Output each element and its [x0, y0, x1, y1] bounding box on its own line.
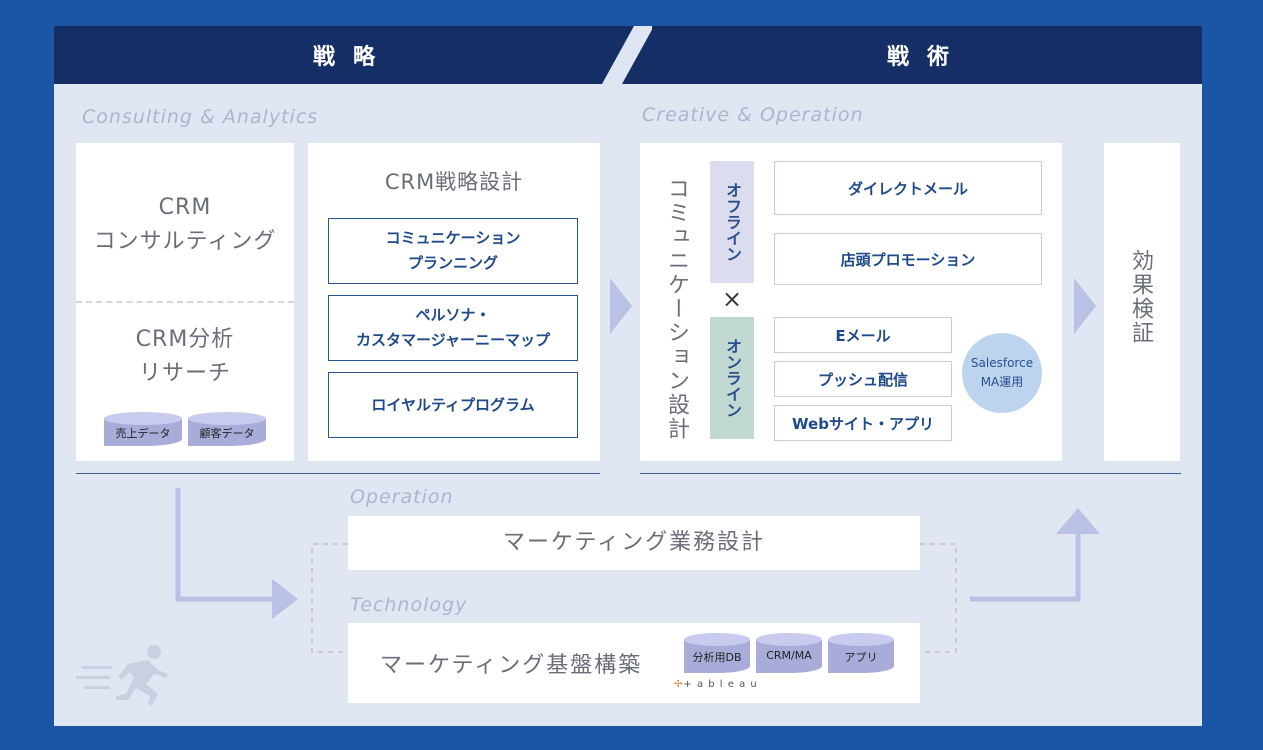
customer-data-db: 顧客データ: [188, 412, 266, 446]
crm-research-label: CRM分析 リサーチ: [76, 323, 294, 391]
effect-label: 効果検証: [1128, 249, 1153, 345]
baseline-left: [76, 473, 600, 474]
analysis-db: 分析用DB: [684, 633, 750, 673]
crm-consulting-label: CRM コンサルティング: [76, 191, 294, 259]
communication-planning-item: コミュニケーションプランニング: [328, 218, 578, 284]
crm-ma-db: CRM/MA: [756, 633, 822, 673]
baseline-right: [640, 473, 1181, 474]
persona-journey-item: ペルソナ・カスタマージャーニーマップ: [328, 295, 578, 361]
diagram-panel: 戦略 戦術 Consulting & Analytics Creative & …: [54, 26, 1202, 726]
arrow-right-icon-2: [1074, 278, 1096, 334]
divider: [76, 301, 294, 303]
section-operation: Operation: [350, 486, 454, 508]
crm-research-line2: リサーチ: [138, 361, 231, 386]
tactics-header: 戦術: [652, 26, 1202, 84]
crm-research-line1: CRM分析: [135, 327, 235, 352]
communication-design-title: コミュニケーション設計: [664, 177, 689, 441]
technology-label: マーケティング基盤構築: [380, 653, 643, 678]
header-slash: [602, 26, 652, 84]
push-notification-item: プッシュ配信: [774, 361, 952, 397]
online-label: オンライン: [710, 317, 754, 439]
tableau-logo: ✢+ a b l e a u: [674, 679, 758, 690]
flow-connectors: [175, 488, 1100, 653]
section-technology: Technology: [350, 594, 468, 616]
email-item: Eメール: [774, 317, 952, 353]
operation-box: マーケティング業務設計: [348, 516, 920, 570]
store-promotion-item: 店頭プロモーション: [774, 233, 1042, 285]
sales-data-db: 売上データ: [104, 412, 182, 446]
section-consulting: Consulting & Analytics: [82, 106, 319, 128]
crm-strategy-box: CRM戦略設計 コミュニケーションプランニング ペルソナ・カスタマージャーニーマ…: [308, 143, 600, 461]
app-db: アプリ: [828, 633, 894, 673]
arrow-right-icon: [610, 278, 632, 334]
crm-consulting-line2: コンサルティング: [93, 229, 277, 254]
communication-design-box: コミュニケーション設計 オフライン × オンライン ダイレクトメール 店頭プロモ…: [640, 143, 1062, 461]
crm-consulting-research-box: CRM コンサルティング CRM分析 リサーチ 売上データ 顧客データ: [76, 143, 294, 461]
direct-mail-item: ダイレクトメール: [774, 161, 1042, 215]
technology-box: マーケティング基盤構築 分析用DB CRM/MA アプリ ✢+ a b l e …: [348, 623, 920, 703]
runner-icon: [76, 645, 168, 706]
offline-label: オフライン: [710, 161, 754, 283]
effect-box: 効果検証: [1104, 143, 1180, 461]
loyalty-program-item: ロイヤルティプログラム: [328, 372, 578, 438]
crm-strategy-title: CRM戦略設計: [384, 170, 524, 194]
crm-consulting-line1: CRM: [158, 195, 212, 220]
strategy-header: 戦略: [54, 26, 652, 84]
section-creative: Creative & Operation: [642, 104, 864, 126]
cross-mark: ×: [721, 285, 743, 313]
web-app-item: Webサイト・アプリ: [774, 405, 952, 441]
operation-label: マーケティング業務設計: [502, 530, 766, 555]
